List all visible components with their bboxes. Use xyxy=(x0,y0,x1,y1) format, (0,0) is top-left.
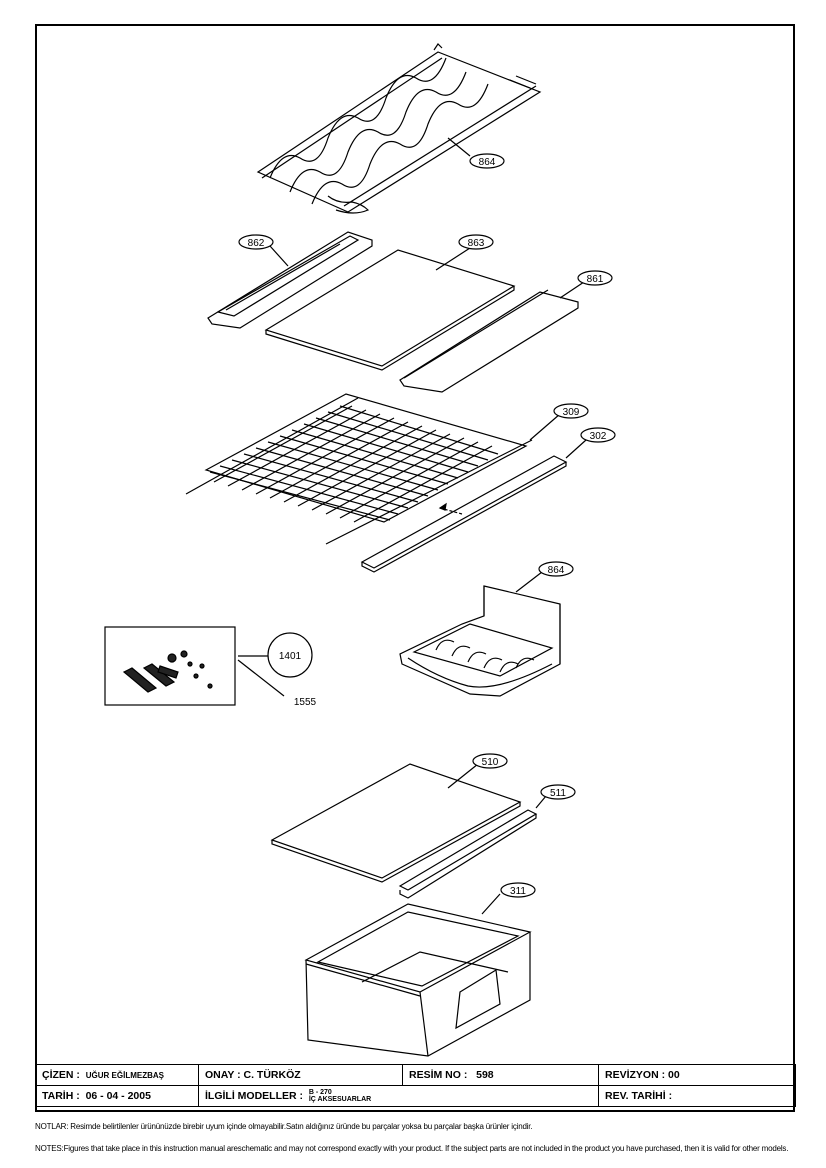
date-value: 06 - 04 - 2005 xyxy=(85,1090,151,1102)
callout-bubble xyxy=(469,153,505,169)
callout-bubble xyxy=(238,234,274,250)
callout-label: 510 xyxy=(482,757,499,768)
wine-rack-part xyxy=(256,43,542,214)
crisper-drawer xyxy=(304,903,532,1057)
callout-label: 864 xyxy=(548,565,565,576)
callout-label: 311 xyxy=(510,886,526,897)
drawing-frame xyxy=(35,24,795,1112)
callout-label: 1555 xyxy=(294,697,317,708)
callout-bubble xyxy=(577,270,613,286)
callout-bubble xyxy=(458,234,494,250)
crisper-front-strip xyxy=(398,809,538,899)
date-label: TARİH : xyxy=(42,1090,80,1102)
arrow-head xyxy=(438,502,447,511)
related-models-label: İLGİLİ MODELLER : xyxy=(205,1089,303,1102)
drawn-by-label: ÇİZEN : xyxy=(42,1069,80,1081)
callout-bubble xyxy=(540,784,576,800)
hardware-kit-box xyxy=(104,626,236,706)
drawing-number-value: 598 xyxy=(476,1069,494,1081)
callout-label: 309 xyxy=(563,407,580,418)
callout-bubble xyxy=(472,753,508,769)
drawn-by-cell: ÇİZEN : UĞUR EĞİLMEZBAŞ xyxy=(35,1064,199,1086)
callout-label: 511 xyxy=(550,788,566,799)
wire-shelf xyxy=(185,393,533,545)
shelf-front-strip xyxy=(360,455,568,573)
callout-bubble xyxy=(553,403,589,419)
approved-by-cell: ONAY : C. TÜRKÖZ xyxy=(198,1064,403,1086)
callout-bubble xyxy=(500,882,536,898)
glass-shelf xyxy=(264,249,516,371)
date-cell: TARİH : 06 - 04 - 2005 xyxy=(35,1085,199,1107)
callout-bubble xyxy=(538,561,574,577)
model-code: B - 270 xyxy=(308,1089,332,1096)
drawn-by-value: UĞUR EĞİLMEZBAŞ xyxy=(85,1071,164,1080)
bottle-holder-part xyxy=(399,585,561,697)
callout-bubble xyxy=(267,632,313,678)
direction-arrow xyxy=(439,507,463,515)
exploded-parts-drawing: 864 862 863 861 309 302 xyxy=(104,43,616,1057)
notes-turkish: NOTLAR: Resimde belirtilenler ürününüzde… xyxy=(35,1122,533,1131)
drawing-number-label: RESİM NO : xyxy=(409,1069,468,1081)
title-block: ÇİZEN : UĞUR EĞİLMEZBAŞ ONAY : C. TÜRKÖZ… xyxy=(35,1064,796,1107)
revision-cell: REVİZYON : 00 xyxy=(598,1064,796,1086)
shelf-profile-right xyxy=(399,289,579,393)
callout-label: 302 xyxy=(590,431,607,442)
callout-label: 861 xyxy=(587,274,604,285)
callout-label: 862 xyxy=(248,238,265,249)
revision-date-cell: REV. TARİHİ : xyxy=(598,1085,796,1107)
model-description: İÇ AKSESUARLAR xyxy=(308,1096,372,1103)
drawing-number-cell: RESİM NO : 598 xyxy=(402,1064,599,1086)
callout-label: 864 xyxy=(479,157,496,168)
notes-english: NOTES:Figures that take place in this in… xyxy=(35,1144,789,1153)
callout-label: 863 xyxy=(468,238,485,249)
crisper-cover-glass xyxy=(270,763,522,883)
callout-bubble xyxy=(580,427,616,443)
shelf-profile-left xyxy=(207,231,373,329)
callout-label: 1401 xyxy=(279,651,302,662)
